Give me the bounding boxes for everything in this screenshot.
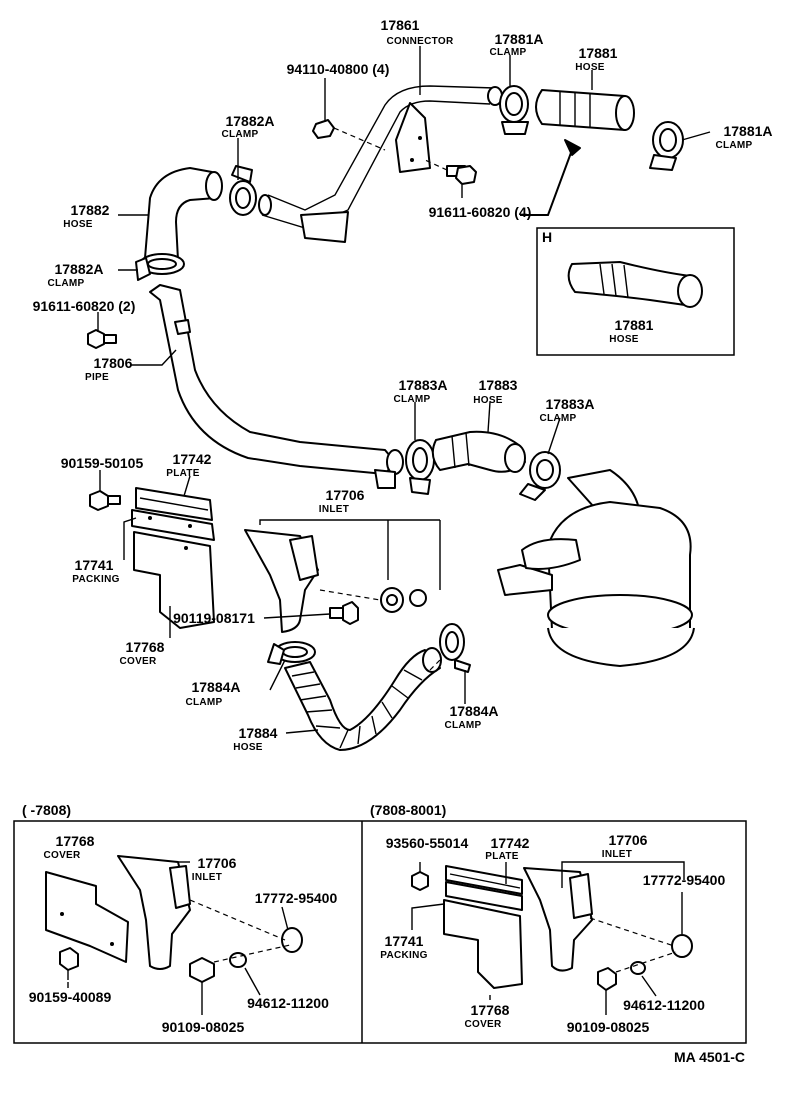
label-name: PIPE: [85, 372, 109, 383]
label-part: 17772-95400: [255, 890, 338, 906]
clamp-17882a-upper-drawing: [229, 165, 257, 216]
label-part: 17884A: [191, 679, 240, 695]
label-name: HOSE: [473, 395, 503, 406]
grommet-drawing: [319, 587, 427, 613]
label-name: INLET: [192, 872, 222, 883]
label-name: CLAMP: [444, 720, 481, 731]
label-name: PLATE: [485, 851, 519, 862]
label-part: 17881: [579, 45, 618, 61]
label-name: PACKING: [380, 950, 427, 961]
label-part: 17742: [173, 451, 212, 467]
label-part: 17882A: [225, 113, 274, 129]
label-part: 94612-11200: [623, 997, 705, 1013]
label-name: PACKING: [72, 574, 119, 585]
screw-top-drawing: [89, 490, 121, 511]
hose-17883-drawing: [431, 430, 526, 473]
label-name: CLAMP: [47, 278, 84, 289]
label-name: INLET: [602, 849, 632, 860]
left-panel-drawings: [45, 855, 303, 1015]
clamp-17883a-right-drawing: [519, 451, 561, 501]
pipe-17806-drawing: [149, 284, 404, 489]
label-part: 17706: [326, 487, 365, 503]
bolt-inlet-drawing: [329, 601, 359, 625]
lower-panels-frame: [13, 820, 747, 1044]
label-name: CLAMP: [539, 413, 576, 424]
label-part: 90119-08171: [173, 610, 255, 626]
label-name: PLATE: [166, 468, 200, 479]
label-name: HOSE: [575, 62, 605, 73]
label-part: 17741: [75, 557, 114, 573]
label-part: 17861: [381, 17, 420, 33]
label-part: 17768: [471, 1002, 510, 1018]
hose-17882-drawing: [144, 167, 223, 261]
label-name: HOSE: [233, 742, 263, 753]
label-name: CLAMP: [393, 394, 430, 405]
inset-letter: H: [542, 229, 552, 245]
connector-drawing: [258, 85, 503, 243]
packing-17741-drawing: [131, 509, 215, 541]
hose-17884-drawing: [284, 647, 442, 751]
right-panel-drawings: [411, 861, 693, 1015]
label-name: CLAMP: [715, 140, 752, 151]
label-part: 90109-08025: [162, 1019, 245, 1035]
panel-left-heading: ( -7808): [22, 802, 71, 818]
label-part: 94110-40800 (4): [287, 61, 390, 77]
label-name: CONNECTOR: [387, 36, 454, 47]
label-part: 17883: [479, 377, 518, 393]
label-name: CLAMP: [489, 47, 526, 58]
clamp-17882a-lower-drawing: [135, 253, 185, 281]
label-part: 17741: [385, 933, 424, 949]
clamp-17883a-left-drawing: [405, 439, 435, 495]
clamp-17884a-right-drawing: [439, 623, 471, 673]
label-part: 17881: [615, 317, 654, 333]
label-part: 17768: [126, 639, 165, 655]
label-part: 17768: [56, 833, 95, 849]
leader-lines: [97, 46, 711, 734]
label-part: 17742: [491, 835, 530, 851]
label-part: 90159-40089: [29, 989, 112, 1005]
label-part: 90159-50105: [61, 455, 144, 471]
label-part: 17772-95400: [643, 872, 726, 888]
hose-17881-drawing: [535, 89, 635, 131]
clamp-17881a-top-drawing: [499, 85, 529, 135]
label-part: 94612-11200: [247, 995, 329, 1011]
bolt-top-drawing: [424, 159, 477, 185]
bolt-pipe-drawing: [87, 329, 117, 349]
label-part: 17882: [71, 202, 110, 218]
label-part: 17806: [94, 355, 133, 371]
label-part: 90109-08025: [567, 1019, 650, 1035]
panel-right-heading: (7808-8001): [370, 802, 446, 818]
label-part: 91611-60820 (4): [429, 204, 532, 220]
label-part: 17883A: [398, 377, 447, 393]
diagram-code: MA 4501-C: [674, 1049, 745, 1065]
clamp-17884a-left-drawing: [267, 641, 316, 665]
label-part: 17883A: [545, 396, 594, 412]
label-name: COVER: [464, 1019, 502, 1030]
inlet-17706-drawing: [244, 519, 441, 633]
label-part: 91611-60820 (2): [33, 298, 136, 314]
label-name: COVER: [119, 656, 157, 667]
label-part: 17884A: [449, 703, 498, 719]
label-part: 17881A: [723, 123, 772, 139]
nut-drawing: [312, 119, 386, 151]
label-name: COVER: [43, 850, 81, 861]
air-cleaner-drawing: [497, 469, 695, 667]
label-name: CLAMP: [185, 697, 222, 708]
label-part: 93560-55014: [386, 835, 469, 851]
inset-box: [536, 227, 735, 356]
clamp-17881a-right-drawing: [649, 121, 684, 171]
label-part: 17884: [239, 725, 278, 741]
label-part: 17882A: [54, 261, 103, 277]
label-name: INLET: [319, 504, 349, 515]
label-name: HOSE: [609, 334, 639, 345]
label-part: 17706: [609, 832, 648, 848]
label-name: HOSE: [63, 219, 93, 230]
label-part: 17706: [198, 855, 237, 871]
plate-17742-drawing: [135, 487, 213, 521]
label-name: CLAMP: [221, 129, 258, 140]
label-part: 17881A: [494, 31, 543, 47]
